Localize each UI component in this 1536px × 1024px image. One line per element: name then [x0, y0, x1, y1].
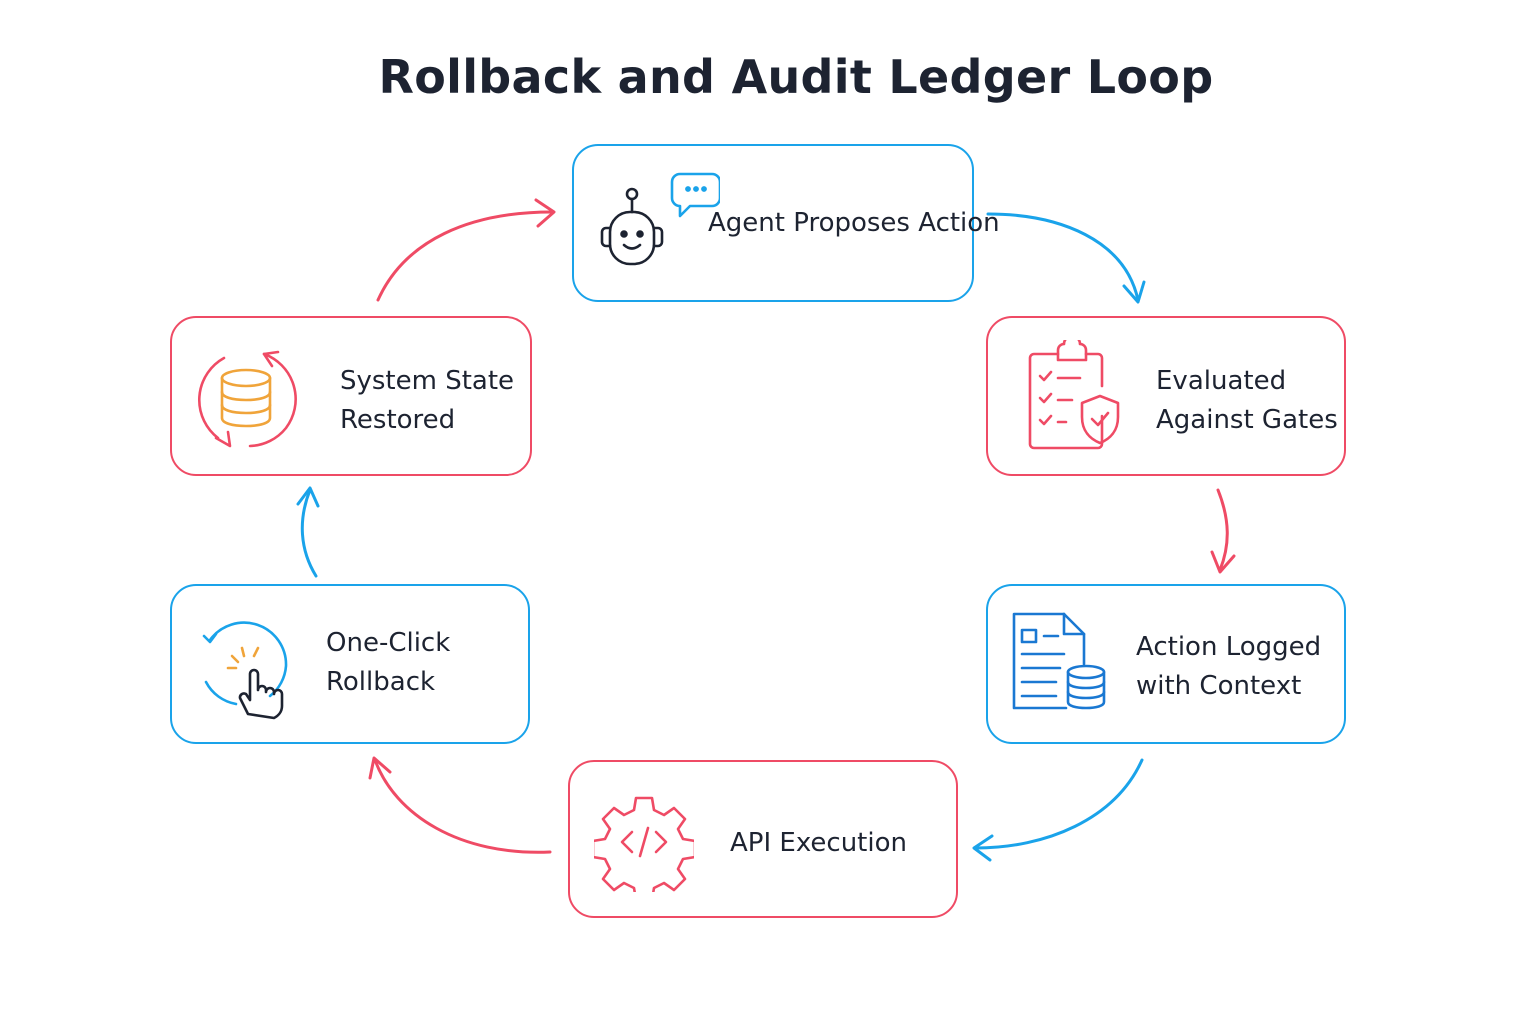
node-system-state-restored: System State Restored — [170, 316, 532, 476]
robot-chat-icon — [600, 172, 720, 266]
arrow-logged-to-api — [974, 758, 1144, 850]
node-label: Evaluated Against Gates — [1156, 366, 1338, 435]
node-agent-proposes-action: Agent Proposes Action — [572, 144, 1000, 302]
database-cycle-icon — [197, 350, 297, 448]
node-api-execution: API Execution — [568, 760, 958, 918]
document-database-icon — [1012, 612, 1106, 710]
arrow-evaluated-to-logged — [1216, 488, 1229, 572]
arrow-restored-to-agent — [376, 210, 554, 302]
node-evaluated-against-gates: Evaluated Against Gates — [986, 316, 1346, 476]
node-label: Agent Proposes Action — [708, 208, 1000, 238]
node-one-click-rollback: One-Click Rollback — [170, 584, 530, 744]
node-label: Action Logged with Context — [1136, 632, 1322, 701]
node-label: One-Click Rollback — [326, 628, 451, 697]
arrow-api-to-rollback — [373, 758, 552, 854]
node-label: API Execution — [730, 828, 907, 858]
arrow-rollback-to-restored — [300, 488, 318, 578]
gear-code-icon — [594, 796, 694, 892]
checklist-shield-icon — [1028, 340, 1120, 450]
diagram-title: Rollback and Audit Ledger Loop — [378, 50, 1214, 104]
node-action-logged: Action Logged with Context — [986, 584, 1346, 744]
hand-click-rollback-icon — [202, 621, 288, 720]
node-label: System State Restored — [340, 366, 515, 435]
arrow-agent-to-evaluated — [986, 212, 1140, 302]
